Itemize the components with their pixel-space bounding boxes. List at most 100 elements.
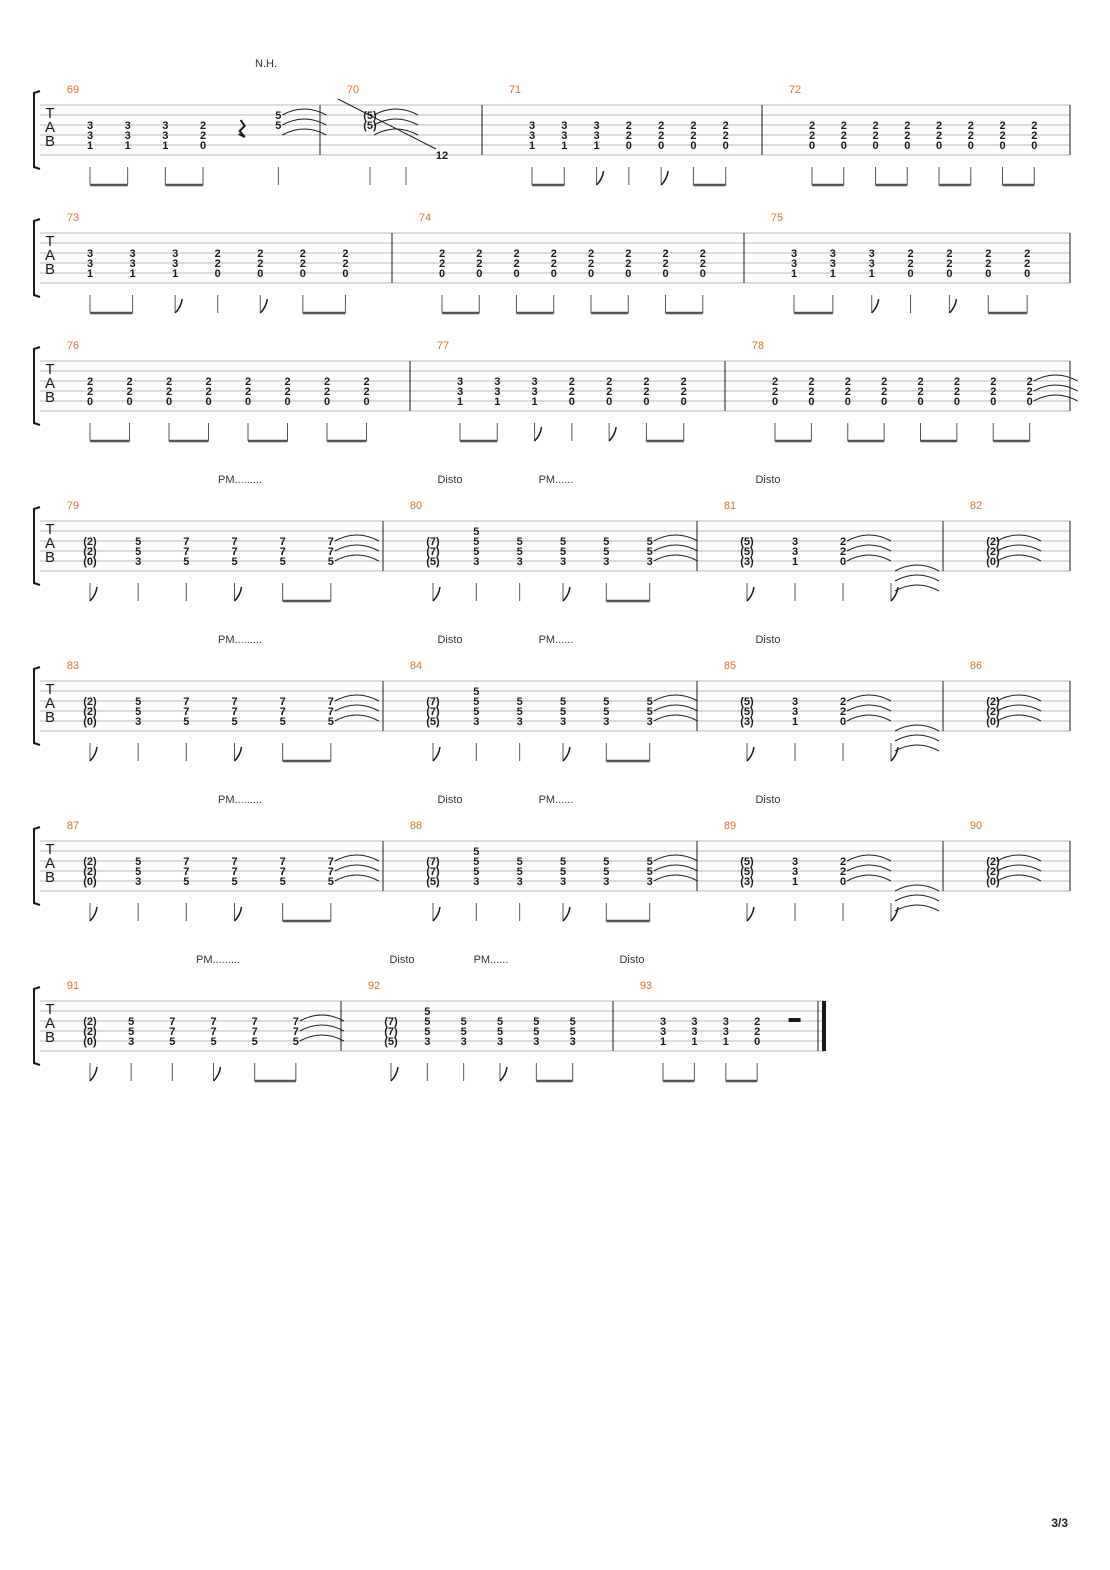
beat: 220 [300, 248, 306, 313]
fret-number: 2 [1024, 258, 1030, 270]
beat: 220 [808, 376, 814, 441]
flag [660, 170, 669, 186]
flag [432, 586, 441, 602]
fret-number: 7 [183, 696, 189, 708]
beat: 553 [647, 694, 698, 761]
beat: 775 [328, 694, 380, 761]
fret-number: 3 [529, 130, 535, 142]
beat: 220 [700, 248, 706, 313]
measure-number: 77 [437, 340, 449, 352]
fret-number: 0 [1027, 396, 1033, 408]
beat: 220 [1024, 248, 1030, 313]
fret-number: 7 [280, 856, 286, 868]
fret-number: 2 [662, 258, 668, 270]
flag [890, 906, 899, 922]
flag [608, 426, 617, 442]
tab-clef-letter: T [45, 233, 54, 250]
beat: 220 [662, 248, 669, 313]
beat: 331 [87, 120, 93, 185]
fret-number: (2) [83, 546, 97, 558]
system-bracket [33, 666, 41, 746]
flag [432, 746, 441, 762]
fret-number: (3) [740, 556, 754, 568]
tab-clef-letter: A [45, 695, 55, 712]
beat: 553 [603, 696, 609, 761]
beat: 331 [830, 248, 836, 313]
fret-number: 3 [494, 386, 500, 398]
fret-number: 5 [603, 536, 609, 548]
beat: 220 [245, 376, 251, 441]
tie-arc [373, 118, 419, 126]
fret-number: 0 [968, 140, 974, 152]
fret-number: 2 [985, 248, 991, 260]
fret-number: 2 [476, 248, 482, 260]
beat: 220 [881, 376, 887, 441]
tie-arc [996, 704, 1042, 712]
fret-number: 0 [551, 268, 557, 280]
fret-number: 2 [551, 248, 557, 260]
beat: 553 [135, 856, 141, 921]
measure-number: 71 [509, 84, 521, 96]
annotation: PM...... [539, 634, 574, 646]
fret-number: 1 [791, 268, 797, 280]
fret-number: 0 [908, 268, 914, 280]
fret-number: 5 [560, 536, 566, 548]
tie-arc [996, 864, 1042, 872]
fret-number: 0 [588, 268, 594, 280]
tie-arc [846, 854, 892, 862]
flag [390, 1066, 399, 1082]
beat: 331 [172, 248, 183, 314]
annotation: Disto [755, 794, 780, 806]
tie-arc [894, 574, 940, 582]
fret-number: 0 [245, 396, 251, 408]
fret-number: 2 [968, 130, 974, 142]
fret-number: 2 [513, 258, 519, 270]
annotation: PM......... [218, 794, 262, 806]
tie-arc [996, 714, 1042, 722]
fret-number: 2 [772, 386, 778, 398]
beat: 775 [183, 536, 189, 601]
tie-arc [846, 694, 892, 702]
tie-arc [653, 534, 698, 542]
beat: (7)(7)(5) [384, 1016, 399, 1082]
fret-number: 5 [461, 1026, 467, 1038]
measure-number: 81 [724, 500, 736, 512]
annotation: N.H. [255, 58, 277, 70]
flag [746, 906, 755, 922]
tie-arc [996, 544, 1042, 552]
tie-arc [894, 734, 940, 742]
fret-number: 2 [936, 130, 942, 142]
beat: (2)(2)(0) [83, 696, 98, 762]
beat [890, 564, 940, 602]
annotation: PM...... [539, 474, 574, 486]
fret-number: 0 [954, 396, 960, 408]
flag [746, 586, 755, 602]
fret-number: 2 [166, 376, 172, 388]
fret-number: 2 [257, 258, 263, 270]
fret-number: 0 [754, 1036, 760, 1048]
fret-number: (2) [986, 706, 1000, 718]
fret-number: 2 [643, 386, 649, 398]
fret-number: 5 [275, 120, 281, 132]
fret-number: 3 [172, 258, 178, 270]
fret-number: 5 [647, 856, 653, 868]
flag [890, 746, 899, 762]
fret-number: (7) [384, 1016, 398, 1028]
flag [259, 298, 269, 314]
fret-number: (2) [83, 706, 97, 718]
fret-number: 5 [497, 1016, 503, 1028]
fret-number: 3 [135, 556, 141, 568]
annotation: PM......... [218, 634, 262, 646]
fret-number: 5 [135, 856, 141, 868]
fret-number: 0 [300, 268, 306, 280]
tab-clef-letter: A [45, 535, 55, 552]
fret-number: 7 [231, 706, 237, 718]
measure-number: 76 [67, 340, 79, 352]
fret-number: 2 [808, 386, 814, 398]
fret-number: 2 [1031, 120, 1037, 132]
fret-number: 5 [231, 716, 237, 728]
fret-number: 2 [700, 248, 706, 260]
beat: 553 [647, 854, 698, 921]
fret-number: 5 [135, 866, 141, 878]
